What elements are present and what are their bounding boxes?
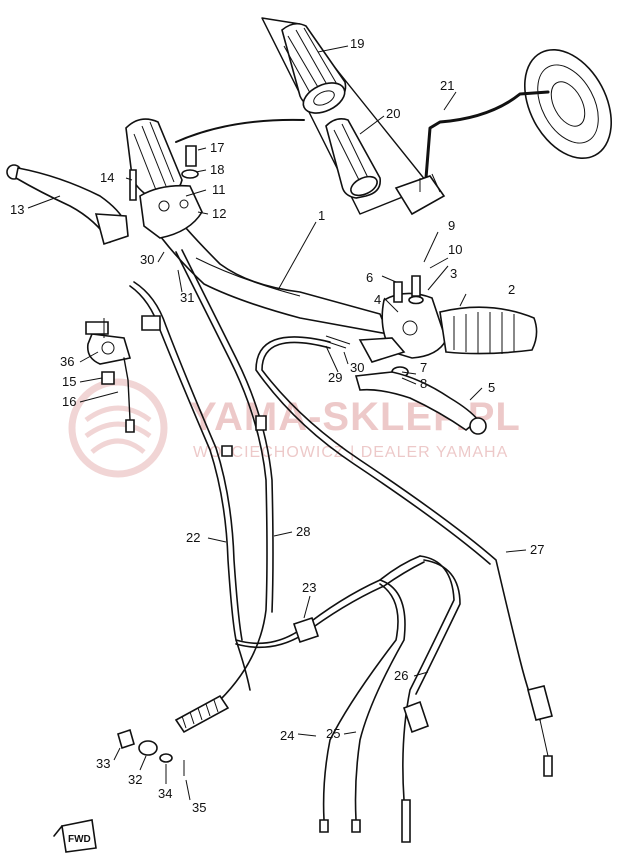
callout-29: 29	[328, 370, 342, 385]
callout-16: 16	[62, 394, 76, 409]
callout-8: 8	[420, 376, 427, 391]
callout-19: 19	[350, 36, 364, 51]
handlebar-1	[148, 202, 390, 336]
clutch-lever-13	[6, 164, 129, 246]
callout-1: 1	[318, 208, 325, 223]
callout-12: 12	[212, 206, 226, 221]
grip-19	[281, 22, 347, 114]
leader-lines	[27, 45, 527, 801]
callout-11: 11	[212, 182, 226, 197]
callout-17: 17	[210, 140, 224, 155]
watermark: YAMA-SKLEP.PL WOJCIECHOWICZ | DEALER YAM…	[68, 378, 520, 478]
callout-24: 24	[280, 728, 294, 743]
callout-13: 13	[10, 202, 24, 217]
brake-lever-5	[354, 371, 487, 435]
callout-35: 35	[192, 800, 206, 815]
callout-14: 14	[100, 170, 114, 185]
callout-6: 6	[366, 270, 373, 285]
callout-3: 3	[450, 266, 457, 281]
callout-2: 2	[508, 282, 515, 297]
fwd-label: FWD	[68, 834, 91, 845]
callout-36: 36	[60, 354, 74, 369]
mirror-21	[394, 48, 613, 216]
callout-5: 5	[488, 380, 495, 395]
left-control-assembly	[125, 118, 203, 239]
callout-9: 9	[448, 218, 455, 233]
callout-34: 34	[158, 786, 172, 801]
callout-labels: 1 2 3 4 5 6 7 8 9 10 11 12 13 14 15 16 1…	[10, 36, 544, 815]
callout-22: 22	[186, 530, 200, 545]
callout-30-right: 30	[350, 360, 364, 375]
callout-21: 21	[440, 78, 454, 93]
callout-33: 33	[96, 756, 110, 771]
grip-20	[325, 118, 382, 199]
callout-26: 26	[394, 668, 408, 683]
callout-7: 7	[420, 360, 427, 375]
watermark-subtitle: WOJCIECHOWICZ | DEALER YAMAHA	[193, 444, 508, 461]
callout-4: 4	[374, 292, 381, 307]
callout-25: 25	[326, 726, 340, 741]
callout-27: 27	[530, 542, 544, 557]
fwd-marker: FWD	[53, 819, 97, 853]
callout-23: 23	[302, 580, 316, 595]
callout-31: 31	[180, 290, 194, 305]
cable-end-hardware	[117, 728, 185, 776]
watermark-logo	[68, 378, 168, 478]
callout-20: 20	[386, 106, 400, 121]
callout-15: 15	[62, 374, 76, 389]
right-control-assembly	[358, 275, 538, 378]
callout-30-left: 30	[140, 252, 154, 267]
cables	[129, 249, 553, 843]
callout-32: 32	[128, 772, 142, 787]
callout-18: 18	[210, 162, 224, 177]
callout-28: 28	[296, 524, 310, 539]
clutch-switch-36	[85, 318, 135, 433]
callout-10: 10	[448, 242, 462, 257]
